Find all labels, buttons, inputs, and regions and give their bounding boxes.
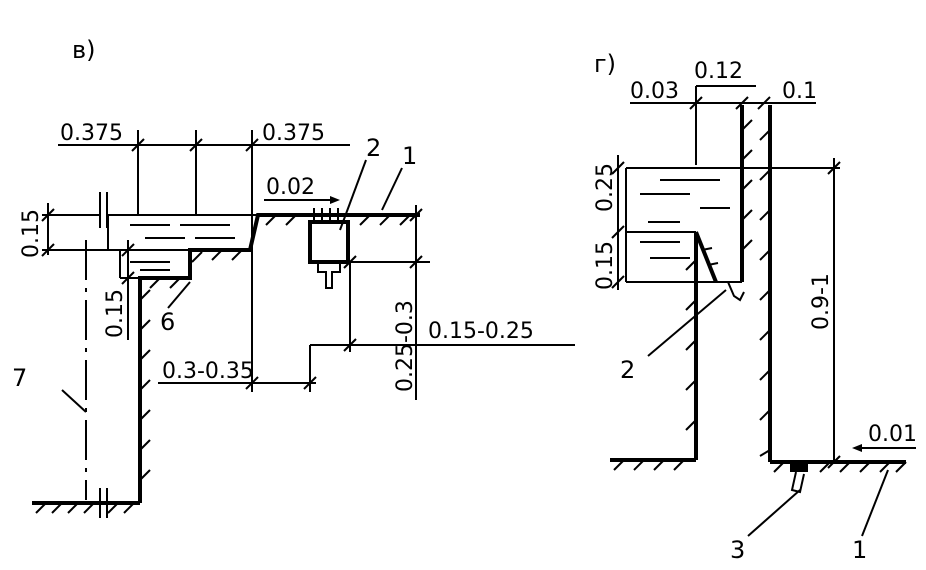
figure-g: г) 0.03 0.12 0.1 [593,50,917,564]
dim-09-1: 0.9-1 [809,273,834,330]
dim-015-left: 0.15 [19,209,44,258]
leader-2 [339,159,367,231]
leader-7 [61,389,87,413]
callout-1-g: 1 [852,536,867,564]
floor-drain [790,462,808,472]
inclined-slab [694,231,718,283]
wall-hatch [139,214,411,481]
dim-012: 0.12 [694,59,743,84]
leader-3-g [747,489,801,537]
water-lines-g [640,179,730,259]
drain-pipe [317,262,341,289]
side-outlet [727,281,745,302]
callout-1-v: 1 [402,142,417,170]
slope-arrowhead-g [852,444,862,452]
leader-1 [381,167,403,211]
ground-hatch-g [613,459,907,473]
dim-015-025: 0.15-0.25 [428,319,534,344]
slope-arrowhead-v [330,196,340,204]
dim-003: 0.03 [630,79,679,104]
dim-015-step: 0.15 [103,289,128,338]
ground-hatch-left [35,502,135,514]
dim-03-035: 0.3-0.35 [162,359,254,384]
callout-2-g: 2 [620,356,635,384]
leader-2-g [647,289,727,357]
water-lines [130,224,235,271]
dim-slope-v: 0.02 [266,175,315,200]
dim-025-03: 0.25-0.3 [393,300,418,392]
inner-wall-hatch [685,247,719,431]
grate [313,208,339,222]
dim-0375-left: 0.375 [60,121,123,146]
callout-2-v: 2 [366,134,381,162]
figure-v: в) [12,36,575,518]
dim-0375-right: 0.375 [262,121,325,146]
drain-inlet [308,220,350,264]
dim-015-g: 0.15 [593,241,618,290]
figure-g-label: г) [594,50,616,78]
leader-6 [167,281,191,309]
callout-6: 6 [160,308,175,336]
figure-v-label: в) [72,36,96,64]
floor-drain-pipe [790,471,805,494]
dim-slope-g: 0.01 [868,422,917,447]
dim-025-g: 0.25 [593,163,618,212]
leader-1-g [861,469,889,537]
dim-01: 0.1 [782,79,817,104]
channel-hatch [741,119,771,457]
callout-7: 7 [12,364,27,392]
callout-3-g: 3 [730,536,745,564]
